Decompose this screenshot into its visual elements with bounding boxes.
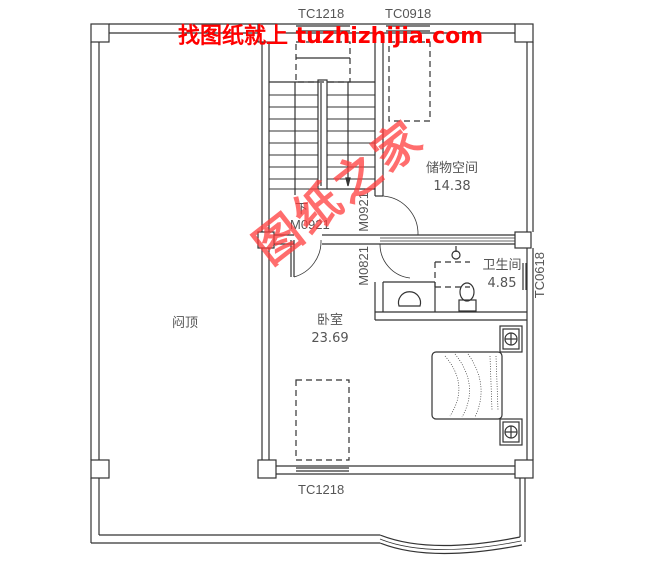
room-bathroom: 卫生间 4.85 bbox=[472, 257, 532, 293]
window-label-right: TC0618 bbox=[532, 252, 547, 299]
room-bedroom-area: 23.69 bbox=[311, 331, 349, 346]
room-roof: 闷顶 bbox=[160, 315, 210, 333]
room-roof-name: 闷顶 bbox=[171, 316, 198, 331]
watermark-top: 找图纸就上 tuzhizhijia.com bbox=[178, 24, 484, 49]
room-bedroom-name: 卧室 bbox=[316, 313, 343, 328]
door-label-bath: M0821 bbox=[356, 246, 371, 286]
window-label-bottom: TC1218 bbox=[298, 482, 345, 497]
door-label-stair: M0921 bbox=[290, 217, 330, 232]
room-bathroom-area: 4.85 bbox=[487, 276, 517, 291]
column-top-left bbox=[90, 23, 110, 43]
room-storage-area: 14.38 bbox=[433, 179, 471, 194]
room-storage: 储物空间 14.38 bbox=[412, 160, 492, 196]
window-label-top-right: TC0918 bbox=[385, 6, 432, 21]
stair-down-mark: 下 bbox=[295, 201, 309, 216]
room-bedroom: 卧室 23.69 bbox=[300, 312, 360, 348]
window-label-top-left: TC1218 bbox=[298, 6, 345, 21]
room-storage-name: 储物空间 bbox=[425, 161, 478, 176]
room-bathroom-name: 卫生间 bbox=[482, 258, 522, 273]
